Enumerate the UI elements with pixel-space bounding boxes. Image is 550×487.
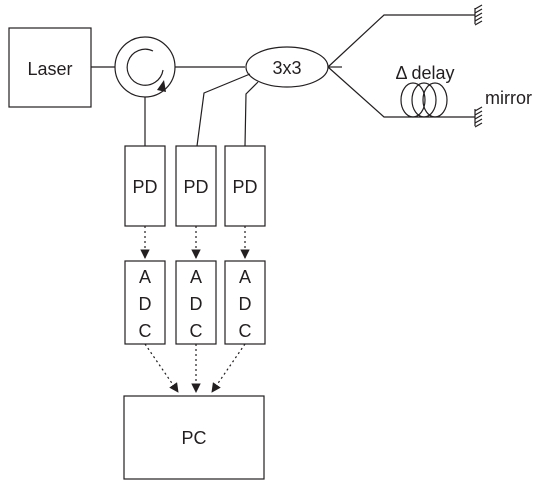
delay-coil-icon: [400, 82, 448, 118]
adc3-box: [224, 260, 266, 345]
pd1-label: PD: [132, 177, 157, 197]
lower-mirror-icon: [474, 106, 483, 128]
pd2-label: PD: [183, 177, 208, 197]
laser-box: [8, 27, 92, 108]
laser-label: Laser: [27, 59, 72, 79]
circulator-arrow-icon: [126, 48, 164, 86]
adc-column-1: A D C: [124, 260, 166, 345]
pd-column-2: PD: [175, 145, 217, 227]
adc2-letter-a: A: [190, 267, 202, 287]
adc-column-2: A D C: [175, 260, 217, 345]
pd1-box: [124, 145, 166, 227]
pd-column-1: PD: [124, 145, 166, 227]
pc-block: PC: [123, 395, 265, 480]
adc2-letter-c: C: [190, 321, 203, 341]
adc1-box: [124, 260, 166, 345]
adc3-letter-a: A: [239, 267, 251, 287]
adc-column-3: A D C: [224, 260, 266, 345]
circulator-outer-ring: [114, 36, 176, 98]
circulator: [114, 36, 176, 98]
fiber-lower-arm: [327, 66, 475, 118]
adc2-letter-d: D: [190, 294, 203, 314]
coupler-label: 3x3: [272, 58, 301, 78]
adc3-letter-d: D: [239, 294, 252, 314]
signal-adc3-to-pc: [211, 343, 246, 393]
circulator-arrowhead: [157, 80, 166, 92]
fiber-coupler-to-pd3: [244, 81, 259, 147]
pc-box: [123, 395, 265, 480]
upper-mirror-icon: [474, 4, 483, 26]
laser-block: Laser: [8, 27, 92, 108]
pd3-label: PD: [232, 177, 257, 197]
pc-label: PC: [181, 428, 206, 448]
fiber-coupler-to-pd2: [196, 73, 251, 147]
adc3-letter-c: C: [239, 321, 252, 341]
adc1-letter-c: C: [139, 321, 152, 341]
delay-label: Δ delay: [395, 63, 454, 83]
fiber-upper-arm: [327, 14, 475, 68]
signal-adc1-to-pc: [144, 343, 179, 393]
pd-column-3: PD: [224, 145, 266, 227]
mirror-label: mirror: [485, 88, 532, 108]
adc1-letter-d: D: [139, 294, 152, 314]
pd3-box: [224, 145, 266, 227]
coupler-3x3: 3x3: [245, 46, 329, 88]
adc1-letter-a: A: [139, 267, 151, 287]
